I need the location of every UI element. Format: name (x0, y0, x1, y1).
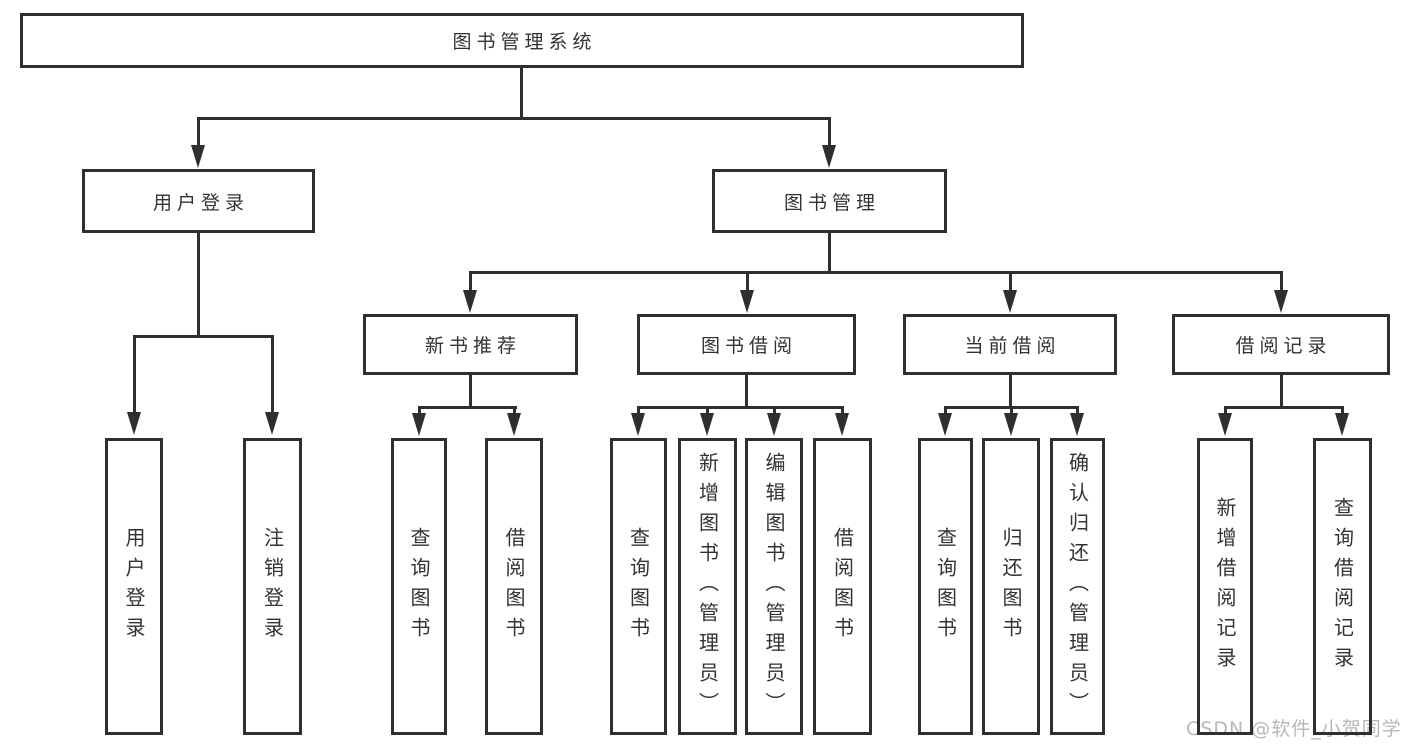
arrowhead-down-icon (740, 290, 754, 313)
arrowhead-down-icon (1003, 290, 1017, 313)
arrowhead-down-icon (1274, 290, 1288, 313)
node-add-books-admin: 新增图书（管理员） (678, 438, 737, 735)
arrowhead-down-icon (412, 413, 426, 436)
arrowhead-down-icon (767, 413, 781, 436)
connector-line (841, 406, 844, 416)
node-label: 借阅图书 (830, 526, 855, 647)
connector-line (1280, 271, 1283, 293)
arrowhead-down-icon (265, 412, 279, 435)
connector-line (197, 233, 200, 337)
node-label: 图书借阅 (700, 335, 797, 357)
node-label: 查询图书 (626, 526, 651, 647)
connector-line (828, 117, 831, 147)
connector-line (1224, 406, 1344, 409)
node-borrow-books-recommend: 借阅图书 (485, 438, 543, 735)
node-label: 用户登录 (122, 526, 146, 647)
node-label: 编辑图书（管理员） (762, 451, 786, 722)
connector-line (1009, 375, 1012, 408)
connector-line (1076, 406, 1079, 416)
node-current-borrowing: 当前借阅 (903, 314, 1117, 375)
node-borrowing-records: 借阅记录 (1172, 314, 1390, 375)
connector-line (828, 233, 831, 273)
node-label: 查询借阅记录 (1330, 496, 1355, 677)
node-add-borrow-record: 新增借阅记录 (1197, 438, 1253, 735)
arrowhead-down-icon (191, 145, 205, 168)
node-label: 归还图书 (999, 526, 1023, 647)
connector-line (197, 117, 831, 120)
node-user-login: 用户登录 (82, 169, 315, 233)
node-label: 查询图书 (933, 526, 958, 647)
connector-line (197, 117, 200, 147)
node-query-books-borrowing: 查询图书 (610, 438, 667, 735)
arrowhead-down-icon (822, 145, 836, 168)
connector-line (520, 68, 523, 120)
arrowhead-down-icon (700, 413, 714, 436)
node-borrow-books: 借阅图书 (813, 438, 872, 735)
connector-line (469, 375, 472, 408)
node-label: 查询图书 (407, 526, 431, 647)
connector-line (133, 335, 136, 415)
connector-line (271, 335, 274, 415)
node-label: 图书管理 (783, 191, 880, 214)
connector-line (1341, 406, 1344, 416)
connector-line (745, 375, 748, 408)
node-return-books: 归还图书 (982, 438, 1040, 735)
node-logout: 注销登录 (243, 438, 302, 735)
node-label: 新增借阅记录 (1213, 496, 1237, 677)
arrowhead-down-icon (938, 413, 952, 436)
node-label: 用户登录 (152, 191, 249, 214)
connector-line (1280, 375, 1283, 408)
node-query-borrow-record: 查询借阅记录 (1313, 438, 1372, 735)
node-book-borrowing: 图书借阅 (637, 314, 856, 375)
node-edit-books-admin: 编辑图书（管理员） (745, 438, 803, 735)
arrowhead-down-icon (1070, 413, 1084, 436)
node-label: 借阅图书 (502, 526, 526, 647)
connector-line (944, 406, 947, 416)
node-label: 图书管理系统 (452, 31, 597, 53)
watermark: CSDN @软件_小贺同学 (1186, 718, 1402, 740)
connector-line (1224, 406, 1227, 416)
node-label: 当前借阅 (964, 335, 1061, 357)
arrowhead-down-icon (463, 290, 477, 313)
node-label: 新书推荐 (424, 335, 521, 357)
connector-line (637, 406, 640, 416)
connector-line (1009, 271, 1012, 293)
connector-line (773, 406, 776, 416)
node-label: 新增图书（管理员） (695, 451, 720, 722)
connector-line (1010, 406, 1013, 416)
node-user-login-leaf: 用户登录 (105, 438, 163, 735)
node-confirm-return-admin: 确认归还（管理员） (1050, 438, 1105, 735)
connector-line (746, 271, 749, 293)
node-label: 确认归还（管理员） (1065, 451, 1090, 722)
node-book-management: 图书管理 (712, 169, 947, 233)
node-label: 借阅记录 (1235, 335, 1332, 357)
node-query-books-current: 查询图书 (918, 438, 973, 735)
connector-line (133, 335, 274, 338)
arrowhead-down-icon (1004, 413, 1018, 436)
connector-line (469, 271, 1283, 274)
connector-line (706, 406, 709, 416)
connector-line (637, 406, 844, 409)
arrowhead-down-icon (127, 412, 141, 435)
node-library-management-system: 图书管理系统 (20, 13, 1024, 68)
arrowhead-down-icon (1218, 413, 1232, 436)
connector-line (513, 406, 516, 416)
node-label: 注销登录 (260, 526, 285, 647)
arrowhead-down-icon (507, 413, 521, 436)
connector-line (418, 406, 517, 409)
arrowhead-down-icon (631, 413, 645, 436)
node-query-books-recommend: 查询图书 (391, 438, 447, 735)
connector-line (469, 271, 472, 293)
arrowhead-down-icon (835, 413, 849, 436)
node-new-book-recommendation: 新书推荐 (363, 314, 578, 375)
arrowhead-down-icon (1335, 413, 1349, 436)
connector-line (418, 406, 421, 416)
